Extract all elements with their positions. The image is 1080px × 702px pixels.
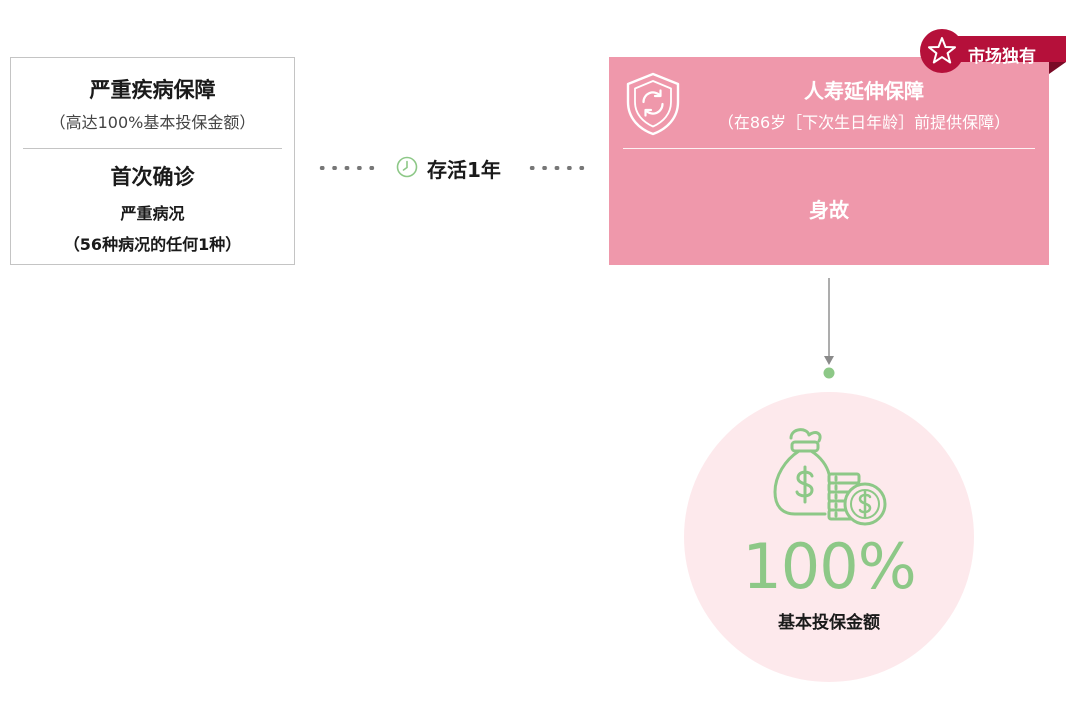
shield-refresh-icon bbox=[626, 72, 680, 136]
down-arrow bbox=[823, 278, 835, 379]
left-box-divider bbox=[23, 148, 282, 149]
payout-label: 基本投保金额 bbox=[778, 613, 880, 633]
life-extension-subtitle: （在86岁［下次生日年龄］前提供保障） bbox=[717, 113, 1011, 132]
life-extension-box: 人寿延伸保障 （在86岁［下次生日年龄］前提供保障） 身故 bbox=[609, 57, 1049, 265]
payout-circle: 100% 基本投保金额 bbox=[684, 392, 974, 682]
connector-dots-left bbox=[316, 166, 378, 170]
critical-illness-subtitle: （高达100%基本投保金额） bbox=[49, 113, 256, 132]
star-icon bbox=[928, 37, 956, 64]
connector-dots-right bbox=[526, 166, 588, 170]
first-diagnosis-title: 首次确诊 bbox=[110, 165, 195, 189]
money-bag-coins-icon bbox=[773, 428, 887, 526]
critical-illness-box: 严重疾病保障 （高达100%基本投保金额） 首次确诊 严重病况 （56种病况的任… bbox=[10, 57, 295, 265]
severe-condition-label: 严重病况 bbox=[120, 204, 185, 223]
death-event-label: 身故 bbox=[809, 198, 849, 222]
market-exclusive-badge bbox=[920, 29, 1066, 74]
clock-icon bbox=[396, 156, 418, 178]
payout-percentage: 100% bbox=[742, 530, 916, 603]
life-extension-title: 人寿延伸保障 bbox=[804, 79, 924, 103]
survival-period-label: 存活1年 bbox=[427, 158, 501, 182]
condition-count-label: （56种病况的任何1种） bbox=[63, 235, 242, 254]
pink-box-divider bbox=[623, 148, 1035, 149]
critical-illness-title: 严重疾病保障 bbox=[89, 78, 216, 102]
market-exclusive-label: 市场独有 bbox=[968, 47, 1036, 67]
